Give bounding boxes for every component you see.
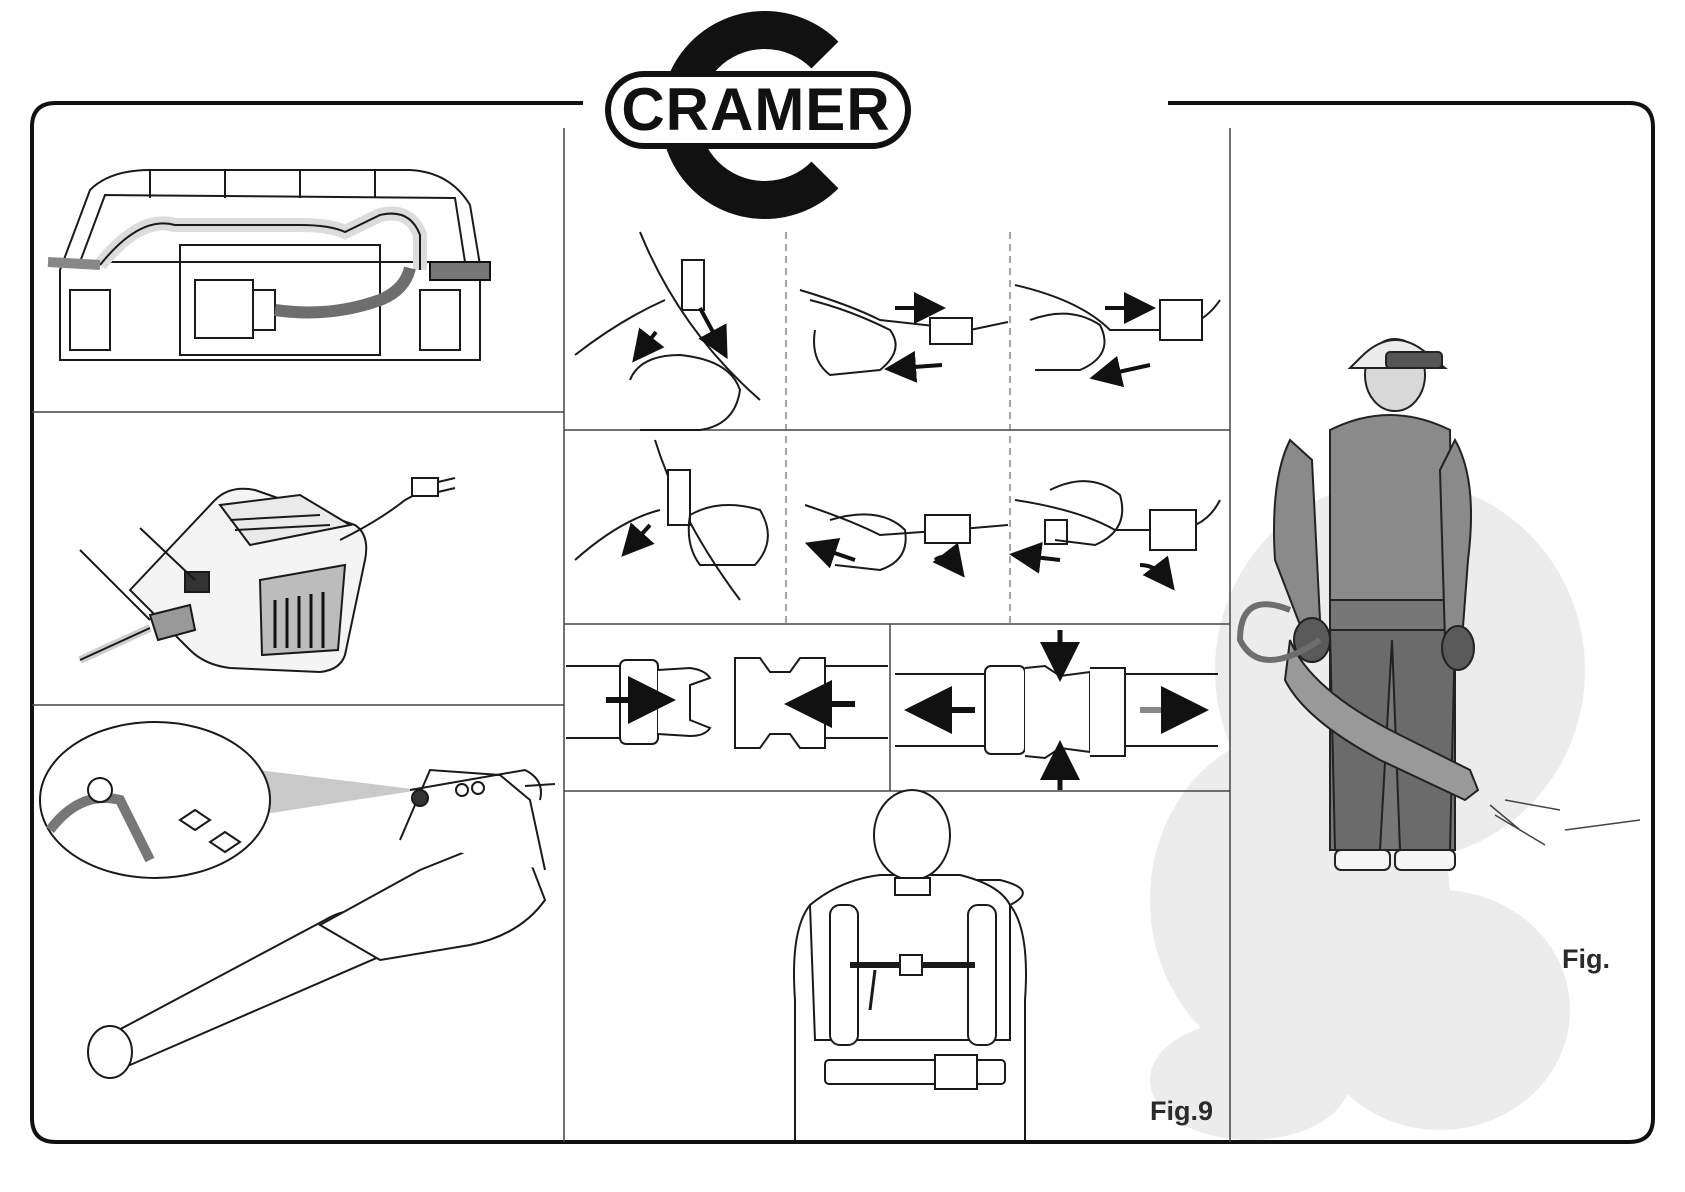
figure-right-label: Fig.	[1562, 944, 1610, 975]
charger-illustration	[80, 478, 455, 672]
harness-wearer-illustration	[794, 790, 1026, 1140]
blower-detail-illustration	[40, 722, 555, 1078]
step-dividers	[786, 232, 1010, 624]
harness-strap-steps	[575, 232, 1220, 600]
figure-9-label: Fig.9	[1150, 1096, 1213, 1127]
buckle-diagram	[566, 630, 1218, 790]
battery-holder-illustration	[48, 170, 490, 360]
brand-logo-text: CRAMER	[611, 78, 901, 142]
